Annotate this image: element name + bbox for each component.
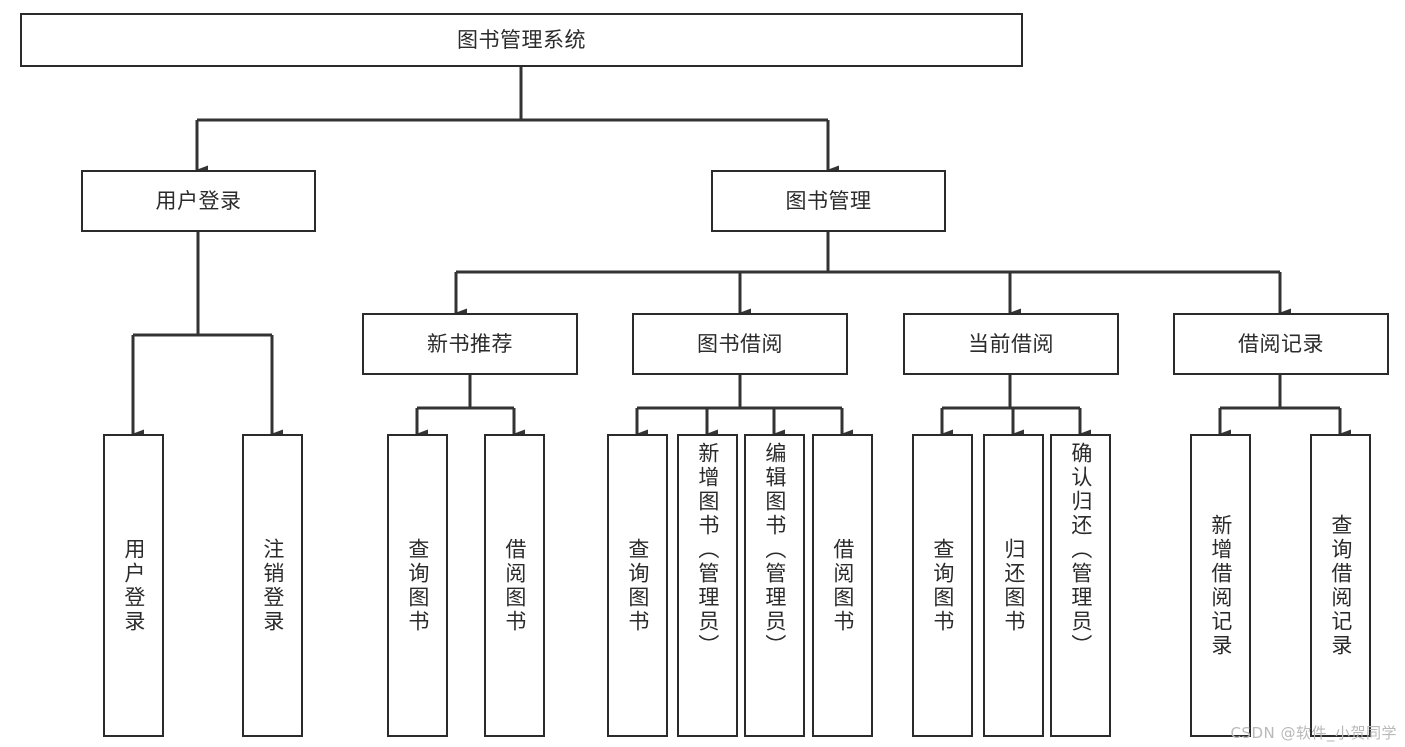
node-label: 查询借阅记录	[1328, 513, 1353, 658]
node-label: 新书推荐	[427, 331, 513, 356]
node-label: 查询图书	[930, 537, 955, 634]
node-leaf-6[interactable]: 编辑图书（管理员）	[744, 434, 805, 737]
node-level2-0[interactable]: 用户登录	[81, 170, 316, 232]
node-leaf-7[interactable]: 借阅图书	[812, 434, 873, 737]
node-label: 当前借阅	[968, 331, 1054, 356]
node-label: 借阅图书	[830, 537, 855, 634]
node-leaf-5[interactable]: 新增图书（管理员）	[677, 434, 738, 737]
node-label: 图书借阅	[697, 331, 783, 356]
node-leaf-11[interactable]: 新增借阅记录	[1190, 434, 1251, 737]
node-leaf-0[interactable]: 用户登录	[103, 434, 164, 737]
node-label: 查询图书	[405, 537, 430, 634]
node-label: 确认归还（管理员）	[1068, 442, 1093, 658]
node-label: 编辑图书（管理员）	[762, 442, 787, 658]
node-leaf-4[interactable]: 查询图书	[607, 434, 668, 737]
node-label: 新增借阅记录	[1208, 513, 1233, 658]
node-leaf-2[interactable]: 查询图书	[387, 434, 448, 737]
node-level2-1[interactable]: 图书管理	[711, 170, 946, 232]
node-label: 注销登录	[260, 537, 285, 634]
node-level3-1[interactable]: 图书借阅	[632, 313, 848, 375]
node-level3-0[interactable]: 新书推荐	[362, 313, 578, 375]
node-label: 借阅图书	[502, 537, 527, 634]
node-label: 用户登录	[121, 537, 146, 634]
node-leaf-8[interactable]: 查询图书	[912, 434, 973, 737]
node-leaf-10[interactable]: 确认归还（管理员）	[1050, 434, 1111, 737]
node-label: 借阅记录	[1238, 331, 1324, 356]
node-label: 查询图书	[625, 537, 650, 634]
node-label: 图书管理系统	[457, 27, 586, 52]
node-label: 用户登录	[155, 188, 242, 213]
node-leaf-1[interactable]: 注销登录	[242, 434, 303, 737]
node-label: 新增图书（管理员）	[695, 442, 720, 658]
node-leaf-3[interactable]: 借阅图书	[484, 434, 545, 737]
node-root-book-management-system[interactable]: 图书管理系统	[20, 13, 1023, 67]
node-label: 图书管理	[785, 188, 872, 213]
node-leaf-12[interactable]: 查询借阅记录	[1310, 434, 1371, 737]
node-level3-3[interactable]: 借阅记录	[1173, 313, 1389, 375]
node-level3-2[interactable]: 当前借阅	[903, 313, 1119, 375]
node-leaf-9[interactable]: 归还图书	[983, 434, 1044, 737]
node-label: 归还图书	[1001, 537, 1026, 634]
